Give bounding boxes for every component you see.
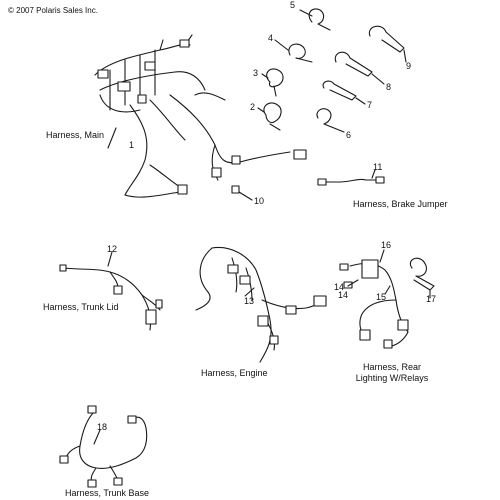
caption-harness-engine: Harness, Engine — [201, 368, 268, 378]
clip-10 — [231, 185, 253, 201]
callout-2: 2 — [250, 102, 256, 112]
callout-9: 9 — [406, 61, 412, 71]
copyright-notice: © 2007 Polaris Sales Inc. — [8, 6, 98, 15]
callout-8: 8 — [386, 82, 392, 92]
callout-13: 13 — [244, 296, 255, 306]
caption-rear-line-2: Lighting W/Relays — [355, 373, 429, 383]
callout-3: 3 — [253, 68, 259, 78]
callout-16: 16 — [381, 240, 392, 250]
clip-6 — [316, 108, 345, 133]
clip-9 — [368, 25, 407, 63]
callout-1: 1 — [129, 140, 135, 150]
callout-6: 6 — [346, 130, 352, 140]
callout-17: 17 — [426, 294, 437, 304]
callout-11: 11 — [373, 162, 383, 172]
caption-harness-trunk-lid: Harness, Trunk Lid — [43, 302, 119, 312]
callout-4: 4 — [268, 33, 274, 43]
clip-8 — [334, 51, 385, 85]
callout-14a: 14 — [334, 282, 345, 292]
clip-3 — [261, 68, 284, 97]
caption-rear-line-1: Harness, Rear — [362, 362, 422, 372]
callout-14b: 14 — [338, 290, 349, 300]
callout-5: 5 — [290, 0, 296, 10]
caption-harness-main: Harness, Main — [46, 130, 105, 140]
clip-17 — [409, 257, 435, 299]
engine-harness-drawing — [195, 246, 327, 363]
caption-harness-trunk-base: Harness, Trunk Base — [65, 488, 150, 498]
callout-18: 18 — [97, 422, 108, 432]
trunk-lid-harness-drawing — [59, 251, 163, 331]
clip-7 — [322, 80, 366, 105]
trunk-base-harness-drawing — [59, 405, 148, 488]
main-harness-drawing — [94, 34, 307, 198]
callout-10: 10 — [254, 196, 265, 206]
clip-5 — [299, 8, 331, 31]
rear-lighting-harness-drawing — [339, 249, 409, 349]
caption-harness-rear-lighting: Harness, Rear Lighting W/Relays — [338, 362, 446, 384]
caption-harness-brake-jumper: Harness, Brake Jumper — [353, 199, 448, 209]
callout-15: 15 — [376, 292, 387, 302]
callout-12: 12 — [107, 244, 118, 254]
clip-2 — [257, 102, 282, 131]
brake-jumper-harness-drawing — [317, 169, 385, 186]
callout-7: 7 — [367, 100, 373, 110]
clip-4 — [274, 39, 313, 63]
